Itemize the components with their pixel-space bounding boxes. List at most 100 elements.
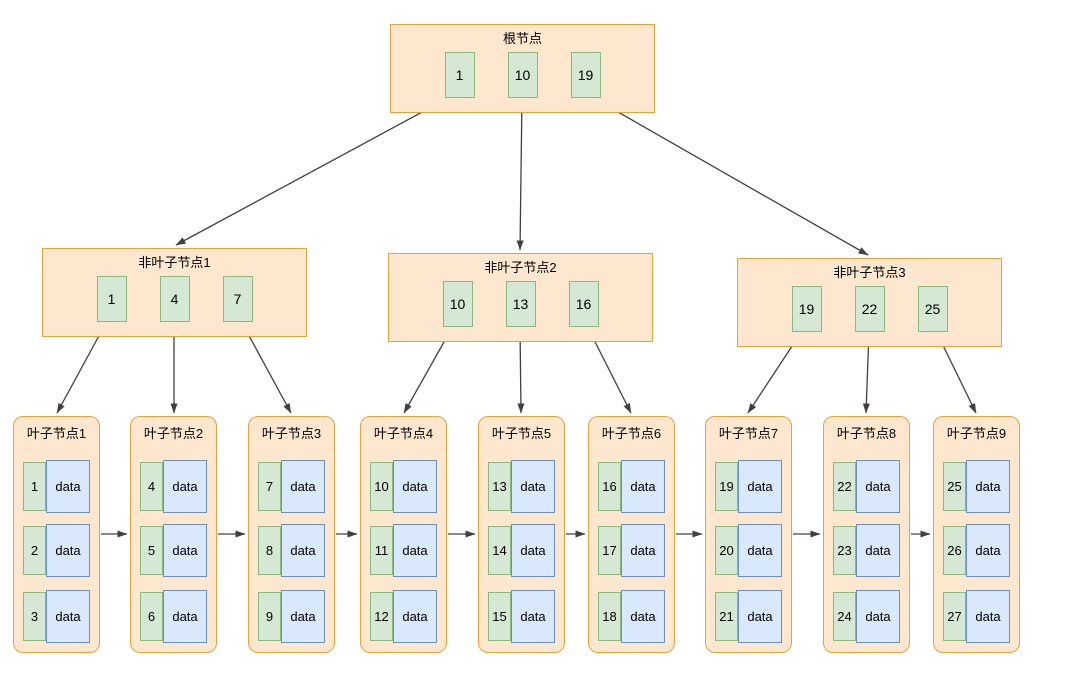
internal-node-3: 非叶子节点3 19 22 25 bbox=[737, 258, 1002, 347]
leaf-data-cell: data bbox=[46, 590, 90, 643]
leaf-key-cell: 25 bbox=[943, 462, 966, 511]
leaf-key-cell: 12 bbox=[370, 592, 393, 641]
leaf-key-cell: 23 bbox=[833, 526, 856, 575]
leaf-row: 26 data bbox=[943, 524, 1011, 577]
leaf-row: 27 data bbox=[943, 590, 1011, 643]
leaf-data-cell: data bbox=[966, 524, 1010, 577]
leaf-data-cell: data bbox=[621, 590, 665, 643]
leaf-key-cell: 15 bbox=[488, 592, 511, 641]
internal-node-title: 非叶子节点3 bbox=[833, 265, 906, 280]
leaf-row: 9 data bbox=[258, 590, 326, 643]
leaf-data-cell: data bbox=[738, 460, 782, 513]
leaf-key-cell: 13 bbox=[488, 462, 511, 511]
leaf-key-cell: 11 bbox=[370, 526, 393, 575]
leaf-row: 3 data bbox=[23, 590, 91, 643]
key-cell: 19 bbox=[791, 286, 822, 332]
leaf-row: 24 data bbox=[833, 590, 901, 643]
key-cell: 10 bbox=[442, 281, 473, 327]
key-cell: 7 bbox=[222, 276, 253, 322]
leaf-row: 23 data bbox=[833, 524, 901, 577]
leaf-key-cell: 10 bbox=[370, 462, 393, 511]
leaf-row: 22 data bbox=[833, 460, 901, 513]
leaf-data-cell: data bbox=[393, 524, 437, 577]
leaf-row: 12 data bbox=[370, 590, 438, 643]
key-cell: 10 bbox=[507, 52, 538, 98]
leaf-data-cell: data bbox=[738, 590, 782, 643]
leaf-data-cell: data bbox=[511, 590, 555, 643]
key-cell: 19 bbox=[570, 52, 601, 98]
leaf-row: 5 data bbox=[140, 524, 208, 577]
root-node: 根节点 1 10 19 bbox=[390, 24, 655, 113]
leaf-data-cell: data bbox=[966, 590, 1010, 643]
leaf-row: 17 data bbox=[598, 524, 666, 577]
leaf-key-cell: 9 bbox=[258, 592, 281, 641]
leaf-key-cell: 8 bbox=[258, 526, 281, 575]
leaf-data-cell: data bbox=[163, 460, 207, 513]
leaf-node-title: 叶子节点3 bbox=[261, 426, 322, 441]
leaf-row: 13 data bbox=[488, 460, 556, 513]
leaf-node-3: 叶子节点3 7 data 8 data 9 data bbox=[248, 416, 335, 653]
leaf-row: 6 data bbox=[140, 590, 208, 643]
leaf-data-cell: data bbox=[511, 524, 555, 577]
key-cell: 4 bbox=[159, 276, 190, 322]
leaf-key-cell: 24 bbox=[833, 592, 856, 641]
edge-root-to-internal-3 bbox=[589, 95, 869, 256]
leaf-node-title: 叶子节点4 bbox=[373, 426, 434, 441]
leaf-node-7: 叶子节点7 19 data 20 data 21 data bbox=[705, 416, 792, 653]
key-cell: 25 bbox=[917, 286, 948, 332]
leaf-key-cell: 5 bbox=[140, 526, 163, 575]
leaf-data-cell: data bbox=[163, 524, 207, 577]
leaf-node-title: 叶子节点7 bbox=[718, 426, 779, 441]
leaf-data-cell: data bbox=[856, 460, 900, 513]
leaf-node-8: 叶子节点8 22 data 23 data 24 data bbox=[823, 416, 910, 653]
leaf-row: 15 data bbox=[488, 590, 556, 643]
leaf-key-cell: 20 bbox=[715, 526, 738, 575]
leaf-node-title: 叶子节点5 bbox=[491, 426, 552, 441]
leaf-key-cell: 21 bbox=[715, 592, 738, 641]
leaf-node-4: 叶子节点4 10 data 11 data 12 data bbox=[360, 416, 447, 653]
leaf-key-cell: 4 bbox=[140, 462, 163, 511]
internal-node-title: 非叶子节点1 bbox=[138, 255, 211, 270]
leaf-node-title: 叶子节点9 bbox=[946, 426, 1007, 441]
leaf-key-cell: 1 bbox=[23, 462, 46, 511]
leaf-row: 16 data bbox=[598, 460, 666, 513]
internal-node-keys: 19 22 25 bbox=[738, 286, 1001, 332]
leaf-row: 21 data bbox=[715, 590, 783, 643]
leaf-key-cell: 6 bbox=[140, 592, 163, 641]
leaf-data-cell: data bbox=[856, 590, 900, 643]
leaf-row: 18 data bbox=[598, 590, 666, 643]
leaf-data-cell: data bbox=[281, 460, 325, 513]
leaf-data-cell: data bbox=[738, 524, 782, 577]
root-node-keys: 1 10 19 bbox=[391, 52, 654, 98]
leaf-row: 4 data bbox=[140, 460, 208, 513]
leaf-data-cell: data bbox=[281, 524, 325, 577]
leaf-row: 7 data bbox=[258, 460, 326, 513]
leaf-row: 1 data bbox=[23, 460, 91, 513]
leaf-node-title: 叶子节点2 bbox=[143, 426, 204, 441]
leaf-data-cell: data bbox=[621, 460, 665, 513]
leaf-key-cell: 27 bbox=[943, 592, 966, 641]
key-cell: 13 bbox=[505, 281, 536, 327]
leaf-node-title: 叶子节点1 bbox=[26, 426, 87, 441]
leaf-row: 10 data bbox=[370, 460, 438, 513]
edge-root-to-internal-2 bbox=[516, 96, 524, 251]
key-cell: 1 bbox=[444, 52, 475, 98]
leaf-data-cell: data bbox=[856, 524, 900, 577]
leaf-node-5: 叶子节点5 13 data 14 data 15 data bbox=[478, 416, 565, 653]
leaf-data-cell: data bbox=[393, 590, 437, 643]
key-cell: 16 bbox=[568, 281, 599, 327]
leaf-row: 20 data bbox=[715, 524, 783, 577]
edge-root-to-internal-1 bbox=[175, 96, 451, 246]
leaf-key-cell: 19 bbox=[715, 462, 738, 511]
internal-node-keys: 10 13 16 bbox=[389, 281, 652, 327]
leaf-node-9: 叶子节点9 25 data 26 data 27 data bbox=[933, 416, 1020, 653]
internal-node-keys: 1 4 7 bbox=[43, 276, 306, 322]
internal-node-title: 非叶子节点2 bbox=[484, 260, 557, 275]
root-node-title: 根节点 bbox=[502, 31, 542, 46]
leaf-data-cell: data bbox=[281, 590, 325, 643]
leaf-data-cell: data bbox=[46, 524, 90, 577]
leaf-data-cell: data bbox=[621, 524, 665, 577]
key-cell: 22 bbox=[854, 286, 885, 332]
internal-node-2: 非叶子节点2 10 13 16 bbox=[388, 253, 653, 342]
leaf-node-6: 叶子节点6 16 data 17 data 18 data bbox=[588, 416, 675, 653]
